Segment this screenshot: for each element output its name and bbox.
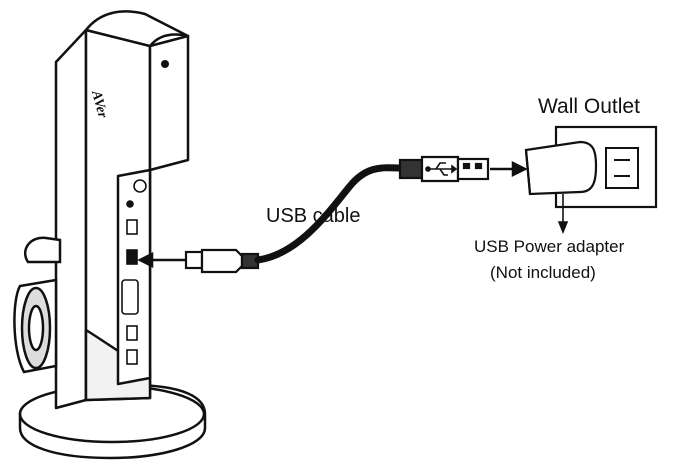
panel-port-1	[126, 219, 138, 235]
camera-head-top	[84, 10, 190, 48]
camera-lamp	[161, 60, 169, 68]
not-included-label: (Not included)	[490, 263, 596, 282]
usb-power-adapter-label: USB Power adapter	[474, 237, 625, 256]
camera-logo: AVer	[88, 88, 110, 120]
panel-round-port	[133, 179, 147, 193]
panel-port-4	[126, 349, 138, 365]
panel-port-3	[126, 325, 138, 341]
camera-arm-side	[54, 28, 88, 410]
usb-power-adapter	[524, 140, 598, 196]
panel-usb-port	[126, 249, 138, 265]
wall-outlet-label: Wall Outlet	[538, 95, 640, 118]
arrow-into-camera	[137, 251, 185, 269]
arrow-to-adapter	[490, 160, 528, 178]
connector-panel	[116, 168, 152, 386]
camera-head	[148, 34, 190, 172]
focus-knob	[13, 236, 62, 374]
usb-a-plug	[398, 155, 490, 183]
document-camera	[18, 10, 207, 460]
panel-small-port	[126, 200, 134, 208]
adapter-leader	[557, 194, 569, 235]
mini-usb-plug	[184, 248, 260, 274]
connector-panel-ports	[121, 179, 147, 365]
outlet-icon	[605, 147, 639, 189]
usb-symbol-icon	[425, 162, 458, 176]
panel-vga-port	[121, 279, 139, 315]
usb-cable-label: USB cable	[266, 205, 361, 227]
usb-cable	[254, 164, 406, 264]
